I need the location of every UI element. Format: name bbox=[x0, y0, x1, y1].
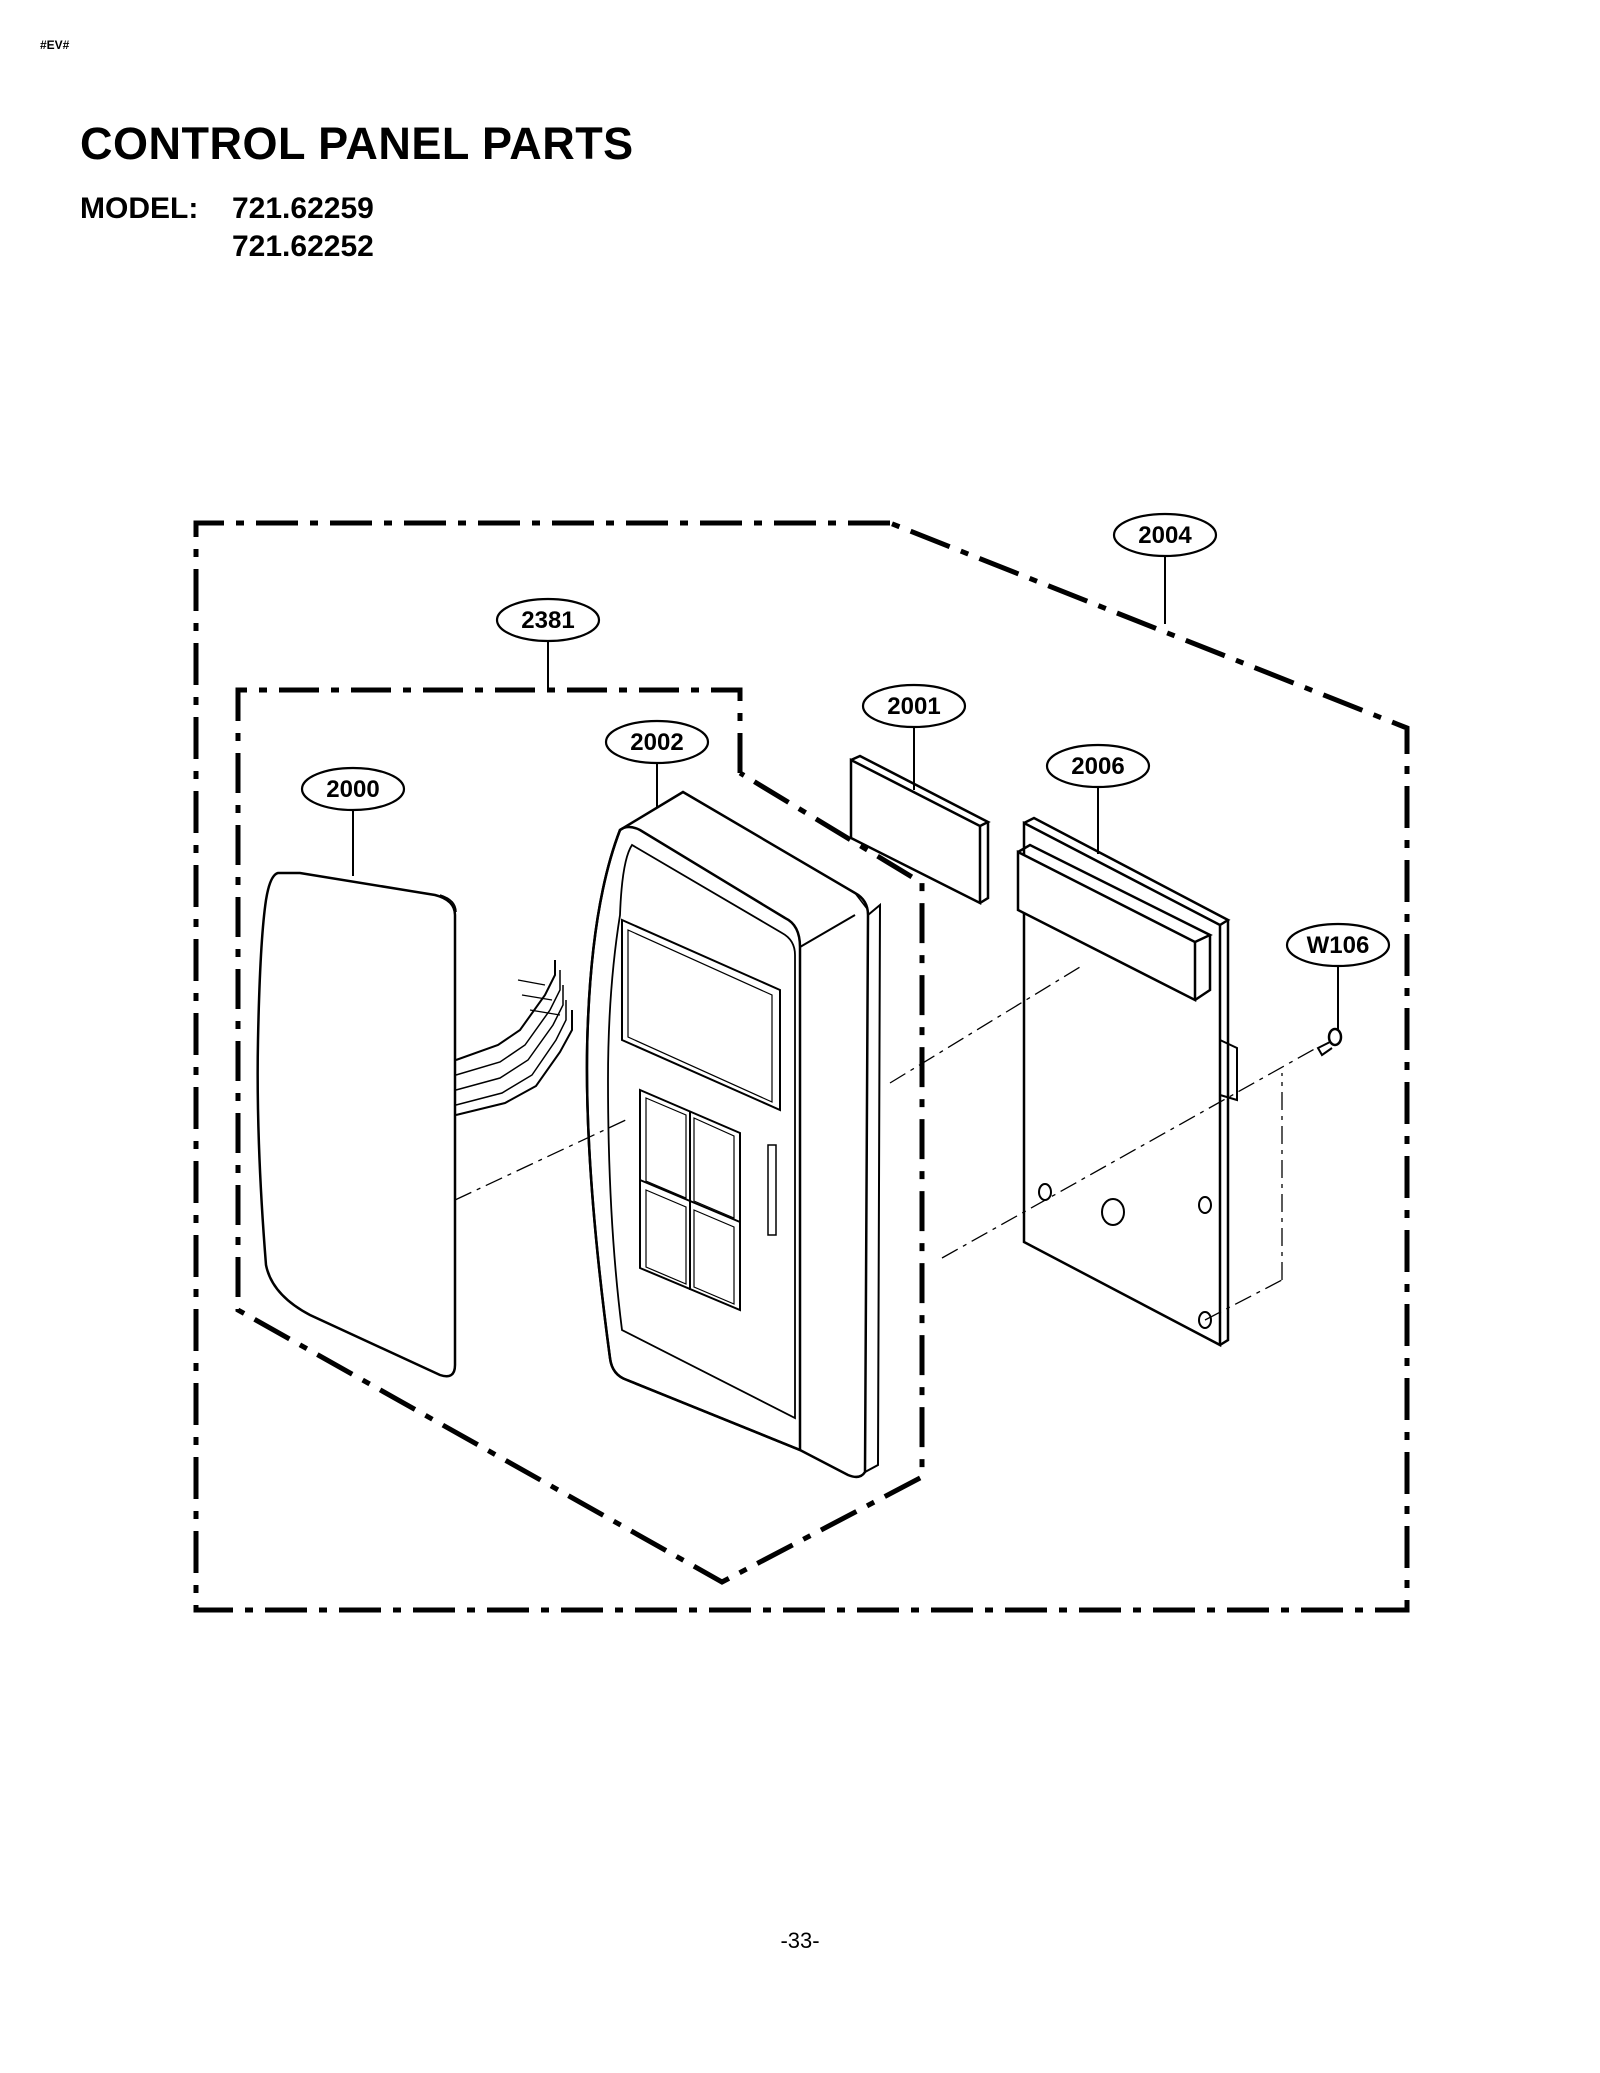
callout-2006-label: 2006 bbox=[1071, 753, 1124, 780]
callout-2006: 2006 bbox=[1045, 743, 1151, 789]
leader-lines bbox=[352, 554, 1339, 1030]
callout-2002: 2002 bbox=[604, 719, 710, 765]
callout-2000: 2000 bbox=[300, 766, 406, 812]
model-number-2: 721.62252 bbox=[232, 230, 374, 263]
callout-w106: W106 bbox=[1285, 922, 1391, 968]
model-block: MODEL: 721.62259 721.62252 bbox=[80, 190, 374, 266]
callout-2004-label: 2004 bbox=[1138, 522, 1192, 549]
model-row-2: 721.62252 bbox=[80, 228, 374, 266]
callout-2004: 2004 bbox=[1112, 512, 1218, 558]
part-2002-control-housing bbox=[585, 790, 882, 1479]
model-row-1: MODEL: 721.62259 bbox=[80, 190, 374, 228]
part-2000-membrane-panel bbox=[256, 871, 573, 1378]
model-number-1: 721.62259 bbox=[232, 192, 374, 225]
alignment-lines bbox=[454, 966, 1319, 1321]
part-2001-plate bbox=[849, 754, 991, 906]
callout-2381-label: 2381 bbox=[521, 607, 574, 634]
callout-2000-label: 2000 bbox=[326, 776, 379, 803]
page-title: CONTROL PANEL PARTS bbox=[80, 118, 634, 169]
callout-2002-label: 2002 bbox=[630, 729, 683, 756]
page-number: -33- bbox=[780, 1928, 820, 1953]
callout-2001: 2001 bbox=[861, 683, 967, 729]
callout-2001-label: 2001 bbox=[887, 693, 940, 720]
callout-2381: 2381 bbox=[495, 597, 601, 643]
inner-subassembly-boundary bbox=[235, 687, 925, 1585]
outer-assembly-boundary bbox=[193, 520, 1410, 1613]
part-w106-screw bbox=[1316, 1027, 1343, 1057]
document-code: #EV# bbox=[40, 38, 70, 52]
callout-w106-label: W106 bbox=[1307, 932, 1370, 959]
model-label: MODEL: bbox=[80, 192, 199, 225]
part-2006-pcb bbox=[1016, 816, 1238, 1348]
